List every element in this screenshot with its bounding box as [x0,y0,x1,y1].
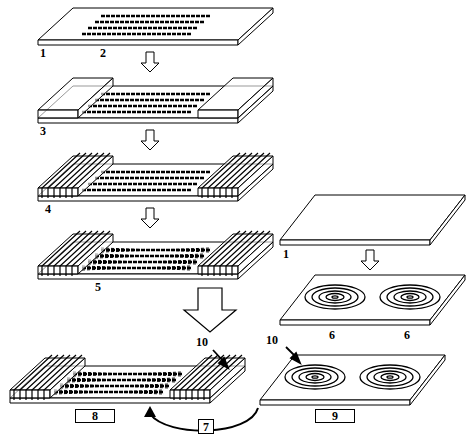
callout-number: 2 [100,47,106,59]
box-number: 7 [203,421,209,433]
callout-number: 10 [266,334,278,346]
callout-number: 1 [40,47,46,59]
box-number: 8 [92,410,98,422]
callout-number: 5 [95,281,101,293]
callout-number: 6 [329,329,335,341]
step-box: 9 [315,409,355,423]
callout-number: 10 [196,336,208,348]
callout-number: 1 [283,248,289,260]
callout-number: 4 [45,203,51,215]
callout-number: 3 [40,125,46,137]
step-box: 8 [75,409,115,423]
step-box: 7 [198,419,214,434]
callout-number: 6 [404,329,410,341]
box-number: 9 [332,410,338,422]
